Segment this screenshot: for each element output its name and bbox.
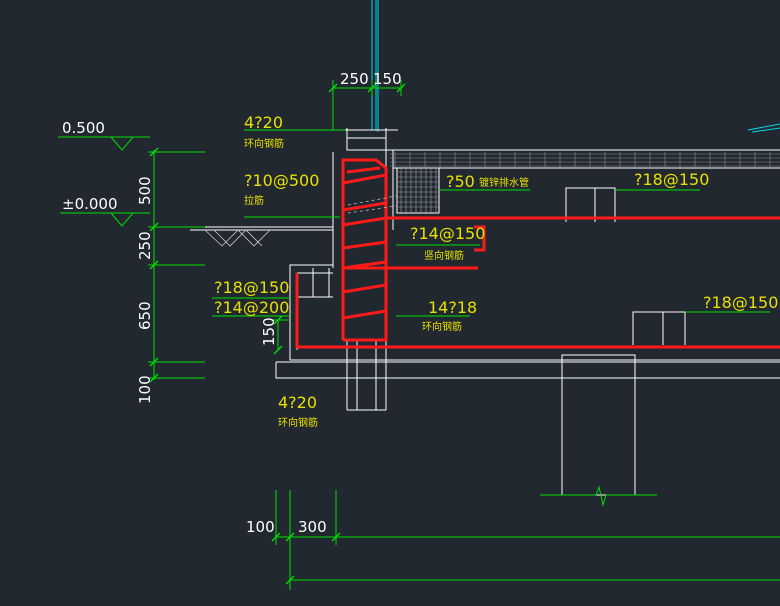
label-stirrup-note: 拉筋 [244, 194, 264, 207]
dim-150-top: 150 [373, 70, 402, 88]
rebar-ties [347, 195, 397, 214]
slab-hatch [390, 152, 780, 167]
label-slab-top: ?18@150 [634, 170, 709, 189]
label-bar-top: 4?20 [244, 113, 283, 132]
dimension-lines [58, 80, 780, 590]
label-left-b: ?14@200 [214, 298, 289, 317]
label-wall-ring: 14?18 [428, 298, 477, 317]
dim-650: 650 [136, 301, 154, 330]
dim-250-top: 250 [340, 70, 369, 88]
label-stirrup: ?10@500 [244, 171, 319, 190]
label-bar-top-note: 环向钢筋 [244, 137, 284, 150]
drain-box [396, 167, 440, 214]
label-wall-ring-note: 环向钢筋 [422, 320, 462, 333]
level-ground-label: ±0.000 [62, 195, 118, 213]
label-drain-note: 镀锌排水管 [479, 176, 529, 189]
dim-100-bottom: 100 [246, 518, 275, 536]
dim-100-left: 100 [136, 375, 154, 404]
earth-hatch [204, 229, 271, 247]
label-wall-vertical-note: 竖向钢筋 [424, 249, 464, 262]
label-bar-bottom-note: 环向钢筋 [278, 416, 318, 429]
label-slab-bottom: ?18@150 [703, 293, 778, 312]
dimension-ticks [149, 83, 406, 585]
label-left-a: ?18@150 [214, 278, 289, 297]
level-top-label: 0.500 [62, 119, 105, 137]
label-wall-vertical: ?14@150 [410, 224, 485, 243]
label-bar-bottom: 4?20 [278, 393, 317, 412]
rebar [295, 158, 780, 349]
dim-500: 500 [136, 176, 154, 205]
dim-150-small: 150 [260, 317, 278, 346]
cyan-pipe-lines [371, 0, 780, 133]
dim-250: 250 [136, 231, 154, 260]
dim-300-bottom: 300 [298, 518, 327, 536]
label-drain: ?50 [446, 172, 475, 191]
structure-outline [190, 128, 780, 496]
